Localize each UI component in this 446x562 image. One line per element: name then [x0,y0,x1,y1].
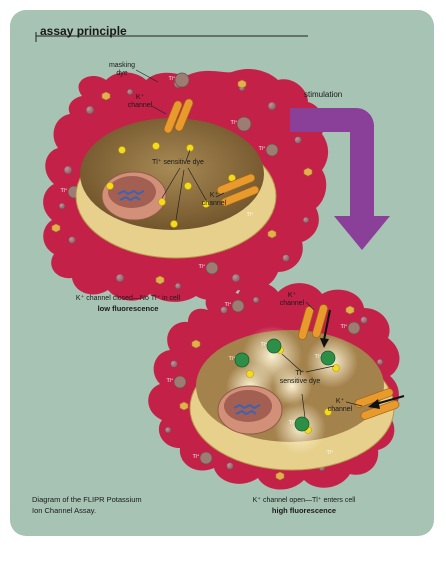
top-dye-particles [106,142,236,228]
stimulation-arrow [290,108,390,250]
fluorescent-tl-label: Tl⁺ [288,420,296,426]
tl-sensitive-dye-label-bottom-line2: sensitive dye [279,378,321,385]
masking-dye-label: masking dye [109,62,135,78]
bottom-membrane-particles [164,296,384,472]
tl-ion-label: Tl⁺ [340,324,348,330]
top-cytoplasm [80,118,264,230]
tl-sensitive-dye-label-bottom: Tl⁺ sensitive dye [280,370,320,386]
diagram-panel: assay principle masking dye K⁺ channel T… [10,10,434,536]
diagram-graphic [35,32,405,490]
diagram-description-line2: Ion Channel Assay. [32,506,97,515]
top-cell [43,69,329,302]
diagram-description: Diagram of the FLIPR Potassium Ion Chann… [32,494,142,516]
top-cell-caption-text: K⁺ channel closed—No Tl⁺ in cell [75,295,181,302]
tl-ion-label: Tl⁺ [168,76,176,82]
masking-dye-label-line1: masking [108,62,136,69]
k-channel-label-bottom-2: K⁺ channel [328,398,353,414]
bottom-cell-caption: K⁺ channel open—Tl⁺ enters cell high flu… [253,496,356,516]
header-rule [35,32,308,42]
top-cell-caption: K⁺ channel closed—No Tl⁺ in cell low flu… [76,294,180,314]
tl-sensitive-dye-label-bottom-line1: Tl⁺ [295,370,305,377]
k-channel-callout [151,105,167,115]
tl-ion-label: Tl⁺ [258,146,266,152]
tl-ion-label: Tl⁺ [192,454,200,460]
tl-sensitive-dye-label-top: Tl⁺ sensitive dye [152,159,204,166]
tl-ion-label: Tl⁺ [198,264,206,270]
tl-ion-label: Tl⁺ [326,450,334,456]
tl-ion-label: Tl⁺ [166,378,174,384]
tl-ion-label: Tl⁺ [224,302,232,308]
fluorescent-tl-label: Tl⁺ [314,354,322,360]
tl-ion-label: Tl⁺ [60,188,68,194]
k-channel-label-top-2-line1: K⁺ [209,192,219,199]
bottom-channel-1 [298,304,331,348]
bottom-cell-result: high fluorescence [271,506,337,515]
diagram-description-line1: Diagram of the FLIPR Potassium [32,495,142,504]
tl-ion-label: Tl⁺ [246,212,254,218]
top-channel-1 [163,98,194,134]
k-channel-label-bottom-line1: K⁺ [287,292,297,299]
masking-dye-label-line2: dye [116,70,128,77]
bottom-channel-2 [354,388,405,420]
tl-ion-label: Tl⁺ [230,120,238,126]
top-cell-result: low fluorescence [97,304,159,313]
top-tl-ions-outside [51,79,313,285]
masking-dye-callout [135,69,159,83]
k-channel-label-top-line2: channel [127,102,153,109]
bottom-nucleus [217,385,283,435]
k-channel-label-top: K⁺ channel [128,94,153,110]
fluorescent-tl-label: Tl⁺ [260,342,268,348]
k-channel-label-top-line1: K⁺ [135,94,145,101]
k-channel-label-top-2-line2: channel [201,200,227,207]
bottom-cell-caption-text: K⁺ channel open—Tl⁺ enters cell [252,497,356,504]
top-dye-callouts [161,149,207,221]
k-channel-label-top-2: K⁺ channel [202,192,227,208]
top-membrane-particles [58,79,310,290]
k-channel-label-bottom: K⁺ channel [280,292,305,308]
k-channel-label-bottom-2-line1: K⁺ [335,398,345,405]
k-channel-3-callout [305,301,315,311]
fluorescent-tl-label: Tl⁺ [228,356,236,362]
page-title: assay principle [40,24,127,38]
top-channel-2 [216,173,260,207]
bottom-cell [148,282,405,490]
top-nucleus [101,171,167,221]
k-channel-label-bottom-line2: channel [279,300,305,307]
k-channel-4-callout [345,401,363,407]
k-channel-2-callout [215,192,225,198]
stimulation-label: stimulation [304,90,343,99]
fluorescent-tl-ions [234,338,336,432]
k-channel-label-bottom-2-line2: channel [327,406,353,413]
